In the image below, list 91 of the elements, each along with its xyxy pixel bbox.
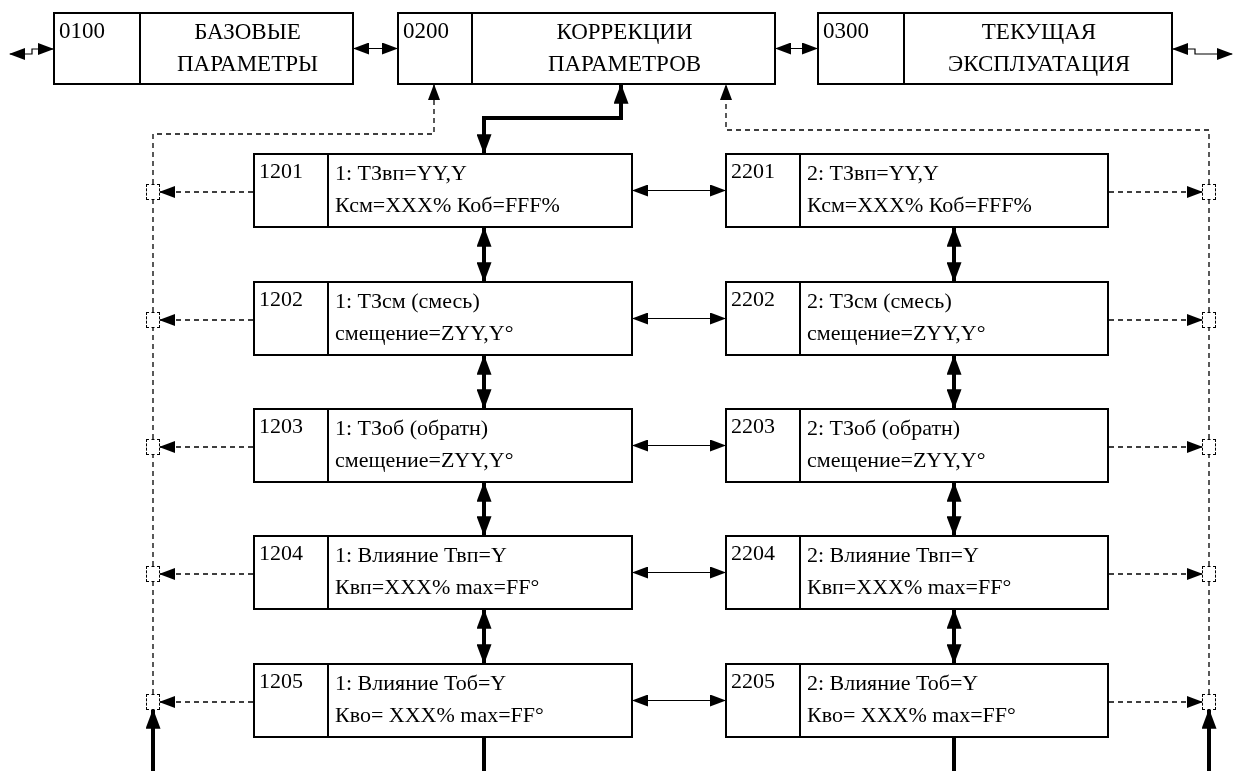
dashed-arrow [159, 568, 254, 580]
junction-box [146, 184, 160, 200]
parameter-text: 2: ТЗоб (обратн) [807, 414, 961, 442]
parameter-text: 1: ТЗвп=YY,Y [335, 159, 467, 187]
process-box [253, 281, 633, 356]
arrow [946, 354, 962, 410]
code-label: 0200 [403, 18, 449, 43]
arrow [946, 226, 962, 283]
code-label: 2204 [731, 540, 775, 565]
arrow [476, 481, 492, 537]
dashed-arrow [159, 441, 254, 453]
parameter-text: Ксм=XXX% Коб=FFF% [335, 190, 560, 219]
parameter-text: смещение=ZYY,Y° [807, 318, 986, 347]
parameter-text: 1: ТЗсм (смесь) [335, 287, 480, 315]
parameter-text: смещение=ZYY,Y° [807, 445, 986, 474]
arrow [946, 608, 962, 665]
parameter-text: Ксм=XXX% Коб=FFF% [807, 190, 1032, 219]
parameter-text: 1: ТЗоб (обратн) [335, 414, 489, 442]
code-label: 1202 [259, 286, 303, 311]
junction-box [1202, 184, 1216, 200]
arrow [476, 354, 492, 410]
code-label: 2205 [731, 668, 775, 693]
parameter-text: смещение=ZYY,Y° [335, 445, 514, 474]
code-label: 1203 [259, 413, 303, 438]
junction-box [1202, 566, 1216, 582]
process-box [725, 408, 1109, 483]
arrow [632, 184, 726, 197]
process-box [253, 153, 633, 228]
code-label: 2203 [731, 413, 775, 438]
parameter-text: 1: Влияние Тоб=Y [335, 669, 507, 697]
heading-text: ТЕКУЩАЯ ЭКСПЛУАТАЦИЯ [947, 18, 1131, 79]
code-label: 0100 [59, 18, 105, 43]
code-label: 0300 [823, 18, 869, 43]
arrow [632, 312, 726, 325]
heading-text: КОРРЕКЦИИ ПАРАМЕТРОВ [547, 18, 702, 79]
code-label: 1205 [259, 668, 303, 693]
arrow [1201, 708, 1217, 771]
parameter-text: 2: ТЗсм (смесь) [807, 287, 952, 315]
dashed-arrow [159, 314, 254, 326]
junction-box [146, 312, 160, 328]
process-box [817, 12, 1173, 85]
parameter-text: Кво= XXX% max=FF° [807, 700, 1016, 729]
parameter-text: Кво= XXX% max=FF° [335, 700, 544, 729]
heading-text: БАЗОВЫЕ ПАРАМЕТРЫ [176, 18, 319, 79]
parameter-text: 2: ТЗвп=YY,Y [807, 159, 939, 187]
parameter-text: смещение=ZYY,Y° [335, 318, 514, 347]
parameter-text: Квп=XXX% max=FF° [335, 572, 540, 601]
junction-box [1202, 312, 1216, 328]
code-label: 2202 [731, 286, 775, 311]
arrow [946, 481, 962, 537]
junction-box [1202, 439, 1216, 455]
process-box [53, 12, 354, 85]
dashed-arrow [159, 696, 254, 708]
dashed-arrow [159, 186, 254, 198]
dashed-arrow [1108, 696, 1203, 708]
process-box [725, 153, 1109, 228]
process-box [253, 663, 633, 738]
junction-box [146, 439, 160, 455]
parameter-text: Квп=XXX% max=FF° [807, 572, 1012, 601]
code-label: 2201 [731, 158, 775, 183]
dashed-arrow [720, 84, 1210, 185]
arrow [476, 226, 492, 283]
arrow [353, 42, 398, 55]
process-box [725, 663, 1109, 738]
code-label: 1201 [259, 158, 303, 183]
dashed-arrow [1108, 441, 1203, 453]
arrow [632, 439, 726, 452]
arrow [632, 566, 726, 579]
junction-box [1202, 694, 1216, 710]
parameter-text: 2: Влияние Твп=Y [807, 541, 979, 569]
process-box [253, 535, 633, 610]
arrow [145, 708, 161, 771]
arrow [476, 83, 629, 155]
dashed-arrow [1108, 568, 1203, 580]
process-box [725, 535, 1109, 610]
code-label: 1204 [259, 540, 303, 565]
process-box [397, 12, 776, 85]
parameter-text: 2: Влияние Тоб=Y [807, 669, 979, 697]
arrow [476, 608, 492, 665]
dashed-arrow [152, 84, 440, 185]
arrow [1172, 43, 1233, 60]
process-box [253, 408, 633, 483]
arrow [9, 43, 54, 60]
arrow [775, 42, 818, 55]
parameter-text: 1: Влияние Твп=Y [335, 541, 507, 569]
process-box [725, 281, 1109, 356]
junction-box [146, 566, 160, 582]
arrow [632, 694, 726, 707]
dashed-arrow [1108, 314, 1203, 326]
dashed-arrow [1108, 186, 1203, 198]
junction-box [146, 694, 160, 710]
